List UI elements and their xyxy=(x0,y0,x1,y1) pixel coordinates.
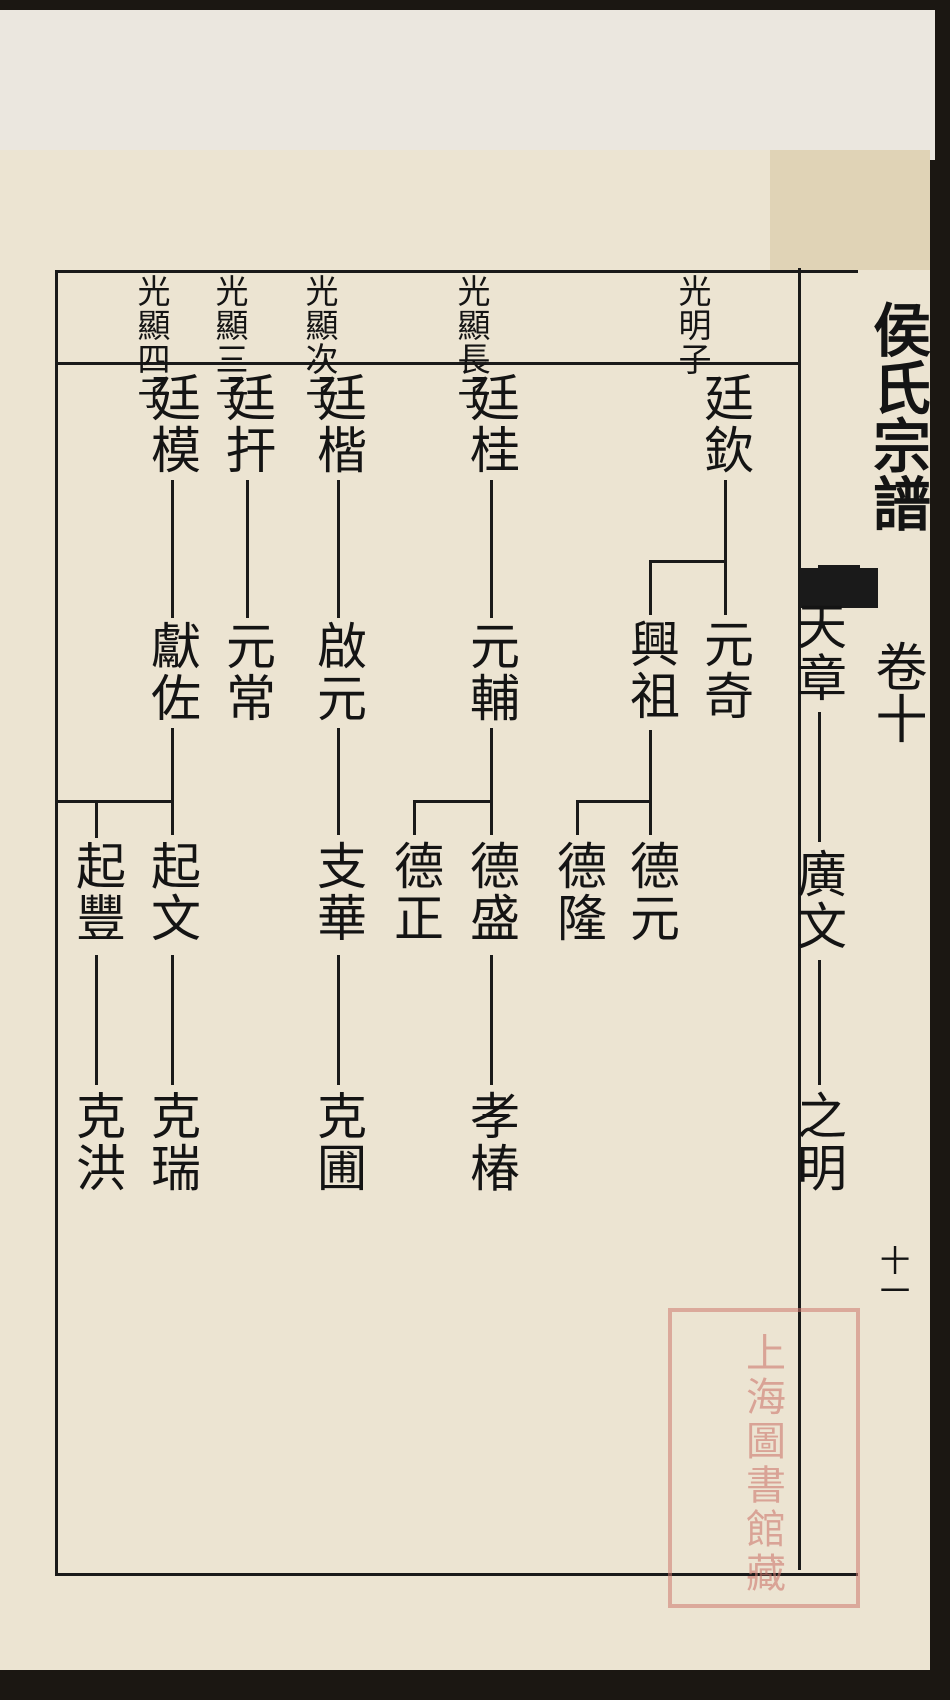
name-dezheng: 德正 xyxy=(386,840,444,944)
connector xyxy=(490,955,493,1085)
header-divider xyxy=(58,362,800,365)
name-tianzhang: 天章 xyxy=(789,600,847,704)
name-tingkai: 廷楷 xyxy=(309,372,367,476)
parent-label-4: 光顯三子 xyxy=(210,274,249,410)
connector xyxy=(818,960,821,1085)
connector xyxy=(337,480,340,618)
parent-label-2: 光顯長子 xyxy=(452,274,491,410)
name-kehong: 克洪 xyxy=(68,1090,126,1194)
name-guangwen: 廣文 xyxy=(789,848,847,952)
name-desheng: 德盛 xyxy=(462,840,520,944)
connector xyxy=(490,480,493,618)
name-yuanfu: 元輔 xyxy=(462,620,520,724)
name-qiwen: 起文 xyxy=(143,840,201,944)
fishtail-mark xyxy=(800,568,878,608)
name-kerui: 克瑞 xyxy=(143,1090,201,1194)
parent-label-3: 光顯次子 xyxy=(300,274,339,410)
volume-label: 卷十 xyxy=(866,640,926,744)
library-seal: 上海圖書館藏 xyxy=(668,1308,860,1608)
connector xyxy=(724,480,727,560)
name-kepu: 克圃 xyxy=(309,1090,367,1194)
connector xyxy=(413,800,416,835)
name-tingqin: 廷欽 xyxy=(696,372,754,476)
name-xiaochun: 孝椿 xyxy=(462,1090,520,1194)
name-xianzuo: 獻佐 xyxy=(143,620,201,724)
connector xyxy=(58,800,174,803)
genealogy-page xyxy=(0,150,930,1670)
margin-rule xyxy=(798,268,801,1570)
connector xyxy=(337,955,340,1085)
name-xingzu: 興祖 xyxy=(622,618,680,722)
table-frame xyxy=(55,270,858,1576)
seal-text: 上海圖書館藏 xyxy=(739,1332,785,1596)
paper-strip xyxy=(0,10,935,160)
name-tinggan: 廷扞 xyxy=(218,372,276,476)
name-deyuan: 德元 xyxy=(622,840,680,944)
connector xyxy=(246,480,249,618)
connector xyxy=(724,560,727,615)
name-tinggui: 廷桂 xyxy=(462,372,520,476)
name-zhihua: 支華 xyxy=(309,840,367,944)
connector xyxy=(649,560,727,563)
name-zhiming: 之明 xyxy=(789,1090,847,1194)
connector xyxy=(818,565,821,593)
name-yuanchang: 元常 xyxy=(218,620,276,724)
connector xyxy=(576,800,652,803)
connector xyxy=(171,728,174,835)
connector xyxy=(95,955,98,1085)
connector xyxy=(337,728,340,835)
connector xyxy=(490,728,493,835)
folio-number: 十一 xyxy=(874,1245,909,1305)
name-yuanqi: 元奇 xyxy=(696,618,754,722)
connector xyxy=(171,955,174,1085)
connector xyxy=(576,800,579,835)
name-qifeng: 起豐 xyxy=(68,840,126,944)
connector xyxy=(171,480,174,618)
torn-corner xyxy=(770,150,930,270)
parent-label-5: 光顯四子 xyxy=(132,274,171,410)
connector xyxy=(649,560,652,615)
book-title: 侯氏宗譜 xyxy=(863,300,931,532)
connector xyxy=(95,800,98,838)
name-delong: 德隆 xyxy=(549,840,607,944)
name-tingmo: 廷模 xyxy=(143,372,201,476)
name-qiyuan: 啟元 xyxy=(309,620,367,724)
connector xyxy=(649,730,652,835)
connector xyxy=(818,712,821,842)
connector xyxy=(818,565,860,568)
connector xyxy=(413,800,493,803)
parent-label-1: 光明子 xyxy=(673,274,712,376)
